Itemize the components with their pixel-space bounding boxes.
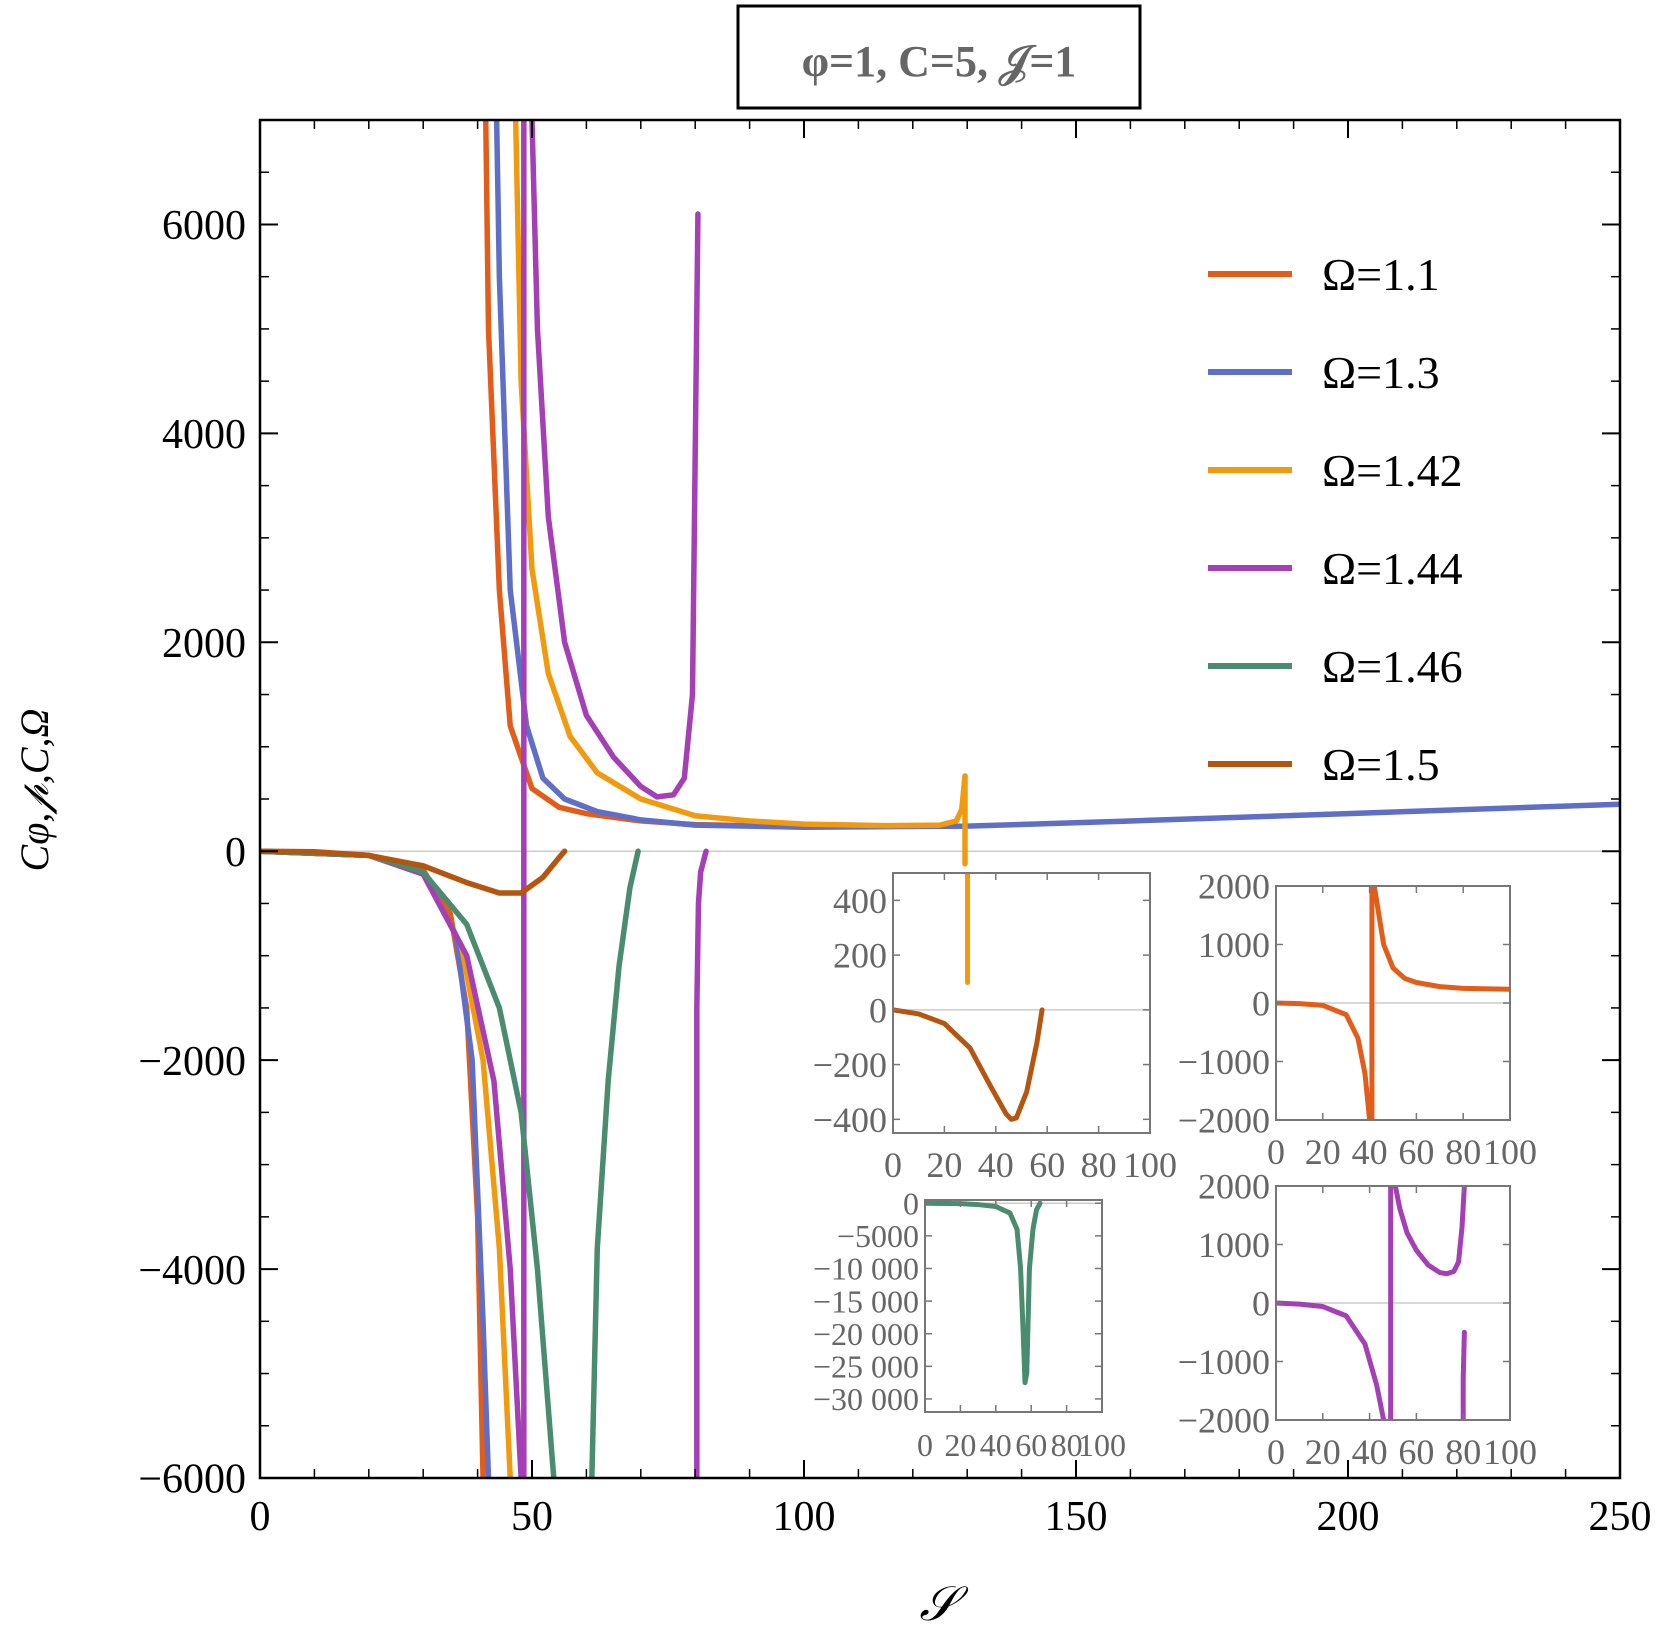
inset1-x-tick-label-0: 0 bbox=[884, 1145, 902, 1185]
main-y-tick-label-3: 0 bbox=[225, 830, 246, 876]
inset2-x-tick-label-5: 100 bbox=[1483, 1132, 1537, 1172]
inset4-x-tick-label-2: 40 bbox=[1352, 1432, 1388, 1472]
inset3-x-tick-label-5: 100 bbox=[1078, 1427, 1126, 1463]
inset1-y-tick-label-2: 0 bbox=[869, 990, 887, 1030]
inset2-y-tick-label-2: 0 bbox=[1252, 984, 1270, 1024]
inset1-y-tick-label-1: 200 bbox=[833, 936, 887, 976]
main-x-tick-label-4: 200 bbox=[1317, 1494, 1380, 1540]
inset1-x-tick-label-5: 100 bbox=[1123, 1145, 1177, 1185]
inset2-y-tick-label-3: −1000 bbox=[1178, 1042, 1270, 1082]
y-axis-label: Cφ,𝓅,C,Ω bbox=[12, 709, 57, 872]
inset3-x-tick-label-3: 60 bbox=[1015, 1427, 1047, 1463]
inset1-y-tick-label-4: −400 bbox=[813, 1100, 887, 1140]
inset3-y-tick-label-6: −30 000 bbox=[813, 1381, 919, 1417]
inset3-y-tick-label-0: 0 bbox=[903, 1185, 919, 1221]
legend-label-1-1: Ω=1.1 bbox=[1322, 249, 1440, 300]
inset3-x-tick-label-0: 0 bbox=[917, 1427, 933, 1463]
inset3-y-tick-label-2: −10 000 bbox=[813, 1251, 919, 1287]
inset1-x-tick-label-3: 60 bbox=[1029, 1145, 1065, 1185]
inset4-y-tick-label-2: 0 bbox=[1252, 1284, 1270, 1324]
inset2-x-tick-label-2: 40 bbox=[1352, 1132, 1388, 1172]
inset3-y-tick-label-5: −25 000 bbox=[813, 1349, 919, 1385]
series-line-1-5-seg-0-inset1 bbox=[893, 1007, 1045, 1122]
series-line-1-46-seg-1-main bbox=[589, 848, 641, 1478]
main-y-tick-label-0: −6000 bbox=[138, 1457, 246, 1503]
inset3-y-tick-label-1: −5000 bbox=[837, 1218, 919, 1254]
series-line-1-42-seg-1-main bbox=[512, 120, 968, 829]
inset4-y-tick-label-0: 2000 bbox=[1198, 1167, 1270, 1207]
main-x-tick-label-1: 50 bbox=[511, 1494, 553, 1540]
inset2-x-tick-label-0: 0 bbox=[1267, 1132, 1285, 1172]
inset1-y-tick-label-0: 400 bbox=[833, 881, 887, 921]
inset1-x-tick-label-4: 80 bbox=[1081, 1145, 1117, 1185]
inset3-frame bbox=[924, 1199, 1103, 1413]
main-series-group bbox=[260, 120, 1620, 1478]
legend-label-1-46: Ω=1.46 bbox=[1322, 641, 1463, 692]
main-x-tick-label-0: 0 bbox=[250, 1494, 271, 1540]
main-x-tick-label-3: 150 bbox=[1045, 1494, 1108, 1540]
main-y-tick-label-2: −2000 bbox=[138, 1039, 246, 1085]
inset2-x-tick-label-4: 80 bbox=[1445, 1132, 1481, 1172]
inset4-x-tick-label-0: 0 bbox=[1267, 1432, 1285, 1472]
inset2-y-tick-label-4: −2000 bbox=[1178, 1101, 1270, 1141]
inset1-frame bbox=[892, 872, 1151, 1134]
inset3-x-tick-label-1: 20 bbox=[944, 1427, 976, 1463]
main-y-tick-label-1: −4000 bbox=[138, 1248, 246, 1294]
inset4-x-tick-label-5: 100 bbox=[1483, 1432, 1537, 1472]
inset1-x-tick-label-2: 40 bbox=[978, 1145, 1014, 1185]
inset4-y-tick-label-1: 1000 bbox=[1198, 1225, 1270, 1265]
title-box: φ=1, C=5, 𝒥=1 bbox=[736, 4, 1142, 110]
series-line-1-44-seg-3-inset4 bbox=[1460, 1329, 1467, 1420]
inset4-x-tick-label-3: 60 bbox=[1398, 1432, 1434, 1472]
inset4-x-tick-label-1: 20 bbox=[1305, 1432, 1341, 1472]
inset2-y-tick-label-0: 2000 bbox=[1198, 867, 1270, 907]
series-line-1-3-seg-1-main bbox=[493, 120, 1620, 830]
main-y-tick-label-6: 6000 bbox=[162, 203, 246, 249]
legend-label-1-5: Ω=1.5 bbox=[1322, 739, 1440, 790]
chart-title: φ=1, C=5, 𝒥=1 bbox=[802, 37, 1077, 86]
inset1-x-tick-label-1: 20 bbox=[926, 1145, 962, 1185]
legend-label-1-3: Ω=1.3 bbox=[1322, 347, 1440, 398]
series-line-1-5-seg-0-main bbox=[260, 848, 568, 896]
inset3-x-tick-label-2: 40 bbox=[980, 1427, 1012, 1463]
legend-label-1-44: Ω=1.44 bbox=[1322, 543, 1463, 594]
inset1-y-tick-label-3: −200 bbox=[813, 1045, 887, 1085]
inset3-x-tick-label-4: 80 bbox=[1051, 1427, 1083, 1463]
inset4-y-tick-label-3: −1000 bbox=[1178, 1342, 1270, 1382]
inset2-x-tick-label-3: 60 bbox=[1398, 1132, 1434, 1172]
series-line-1-44-seg-2-inset4 bbox=[1392, 1186, 1467, 1277]
legend: Ω=1.1Ω=1.3Ω=1.42Ω=1.44Ω=1.46Ω=1.5 bbox=[1208, 249, 1463, 790]
main-x-tick-label-2: 100 bbox=[773, 1494, 836, 1540]
series-line-1-44-seg-0-inset4 bbox=[1276, 1300, 1387, 1420]
inset2-x-tick-label-1: 20 bbox=[1305, 1132, 1341, 1172]
inset4-series-group bbox=[1276, 1186, 1467, 1420]
main-x-tick-label-5: 250 bbox=[1589, 1494, 1652, 1540]
legend-label-1-42: Ω=1.42 bbox=[1322, 445, 1463, 496]
inset4-y-tick-label-4: −2000 bbox=[1178, 1401, 1270, 1441]
series-line-1-44-seg-3-main bbox=[694, 848, 709, 1478]
inset3-y-tick-label-3: −15 000 bbox=[813, 1283, 919, 1319]
inset3-series-group bbox=[925, 1200, 1043, 1386]
inset2-y-tick-label-1: 1000 bbox=[1198, 925, 1270, 965]
main-y-tick-label-4: 2000 bbox=[162, 621, 246, 667]
inset3-y-tick-label-4: −20 000 bbox=[813, 1316, 919, 1352]
series-line-1-44-seg-2-main bbox=[529, 120, 701, 800]
inset4-x-tick-label-4: 80 bbox=[1445, 1432, 1481, 1472]
inset2-series-group bbox=[1276, 886, 1510, 1120]
inset1-series-group bbox=[893, 873, 1045, 1122]
series-line-1-1-seg-2-inset2 bbox=[1371, 886, 1510, 992]
inset1-background bbox=[893, 873, 1150, 1133]
inset3-background bbox=[925, 1200, 1102, 1412]
main-y-tick-label-5: 4000 bbox=[162, 412, 246, 458]
series-line-1-46-seg-0-inset3 bbox=[925, 1200, 1043, 1386]
x-axis-label: 𝒮 bbox=[919, 1578, 969, 1631]
series-line-1-1-seg-0-inset2 bbox=[1276, 1000, 1373, 1120]
